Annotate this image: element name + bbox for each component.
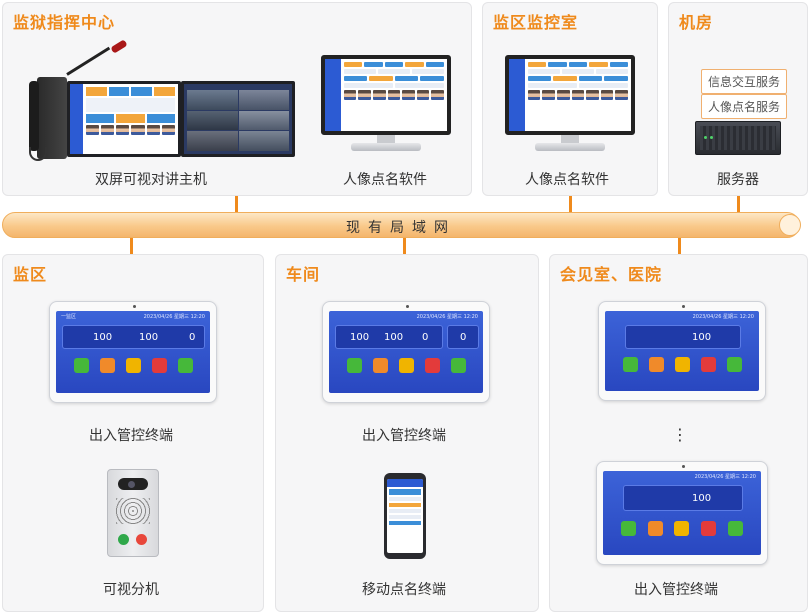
app-icon[interactable] — [346, 358, 362, 373]
connector-prison-area — [130, 238, 133, 254]
caption-portrait-software-1: 人像点名软件 — [343, 172, 427, 188]
panel-command-center: 监狱指挥中心 — [2, 2, 472, 196]
stat-box: 100 — [625, 325, 741, 349]
caption-access-terminal-2: 出入管控终端 — [362, 428, 446, 444]
network-label: 现有局域网 — [346, 220, 456, 236]
connector-meeting-hospital — [678, 238, 681, 254]
connector-machine-room — [737, 196, 740, 212]
video-extension-device — [107, 469, 159, 557]
caption-access-terminal-1: 出入管控终端 — [89, 428, 173, 444]
host-screen-right — [181, 81, 295, 157]
console-cord — [29, 147, 47, 161]
app-icon[interactable] — [99, 358, 115, 373]
panel-title: 会见室、医院 — [560, 265, 663, 284]
app-icons — [605, 357, 759, 372]
app-icon[interactable] — [700, 357, 716, 372]
app-icons — [56, 358, 210, 373]
stat-value: 100 — [692, 332, 712, 343]
app-icon[interactable] — [151, 358, 167, 373]
app-icon[interactable] — [647, 521, 663, 536]
network-bar-end — [779, 214, 801, 236]
app-icon[interactable] — [372, 358, 388, 373]
phone-icon[interactable] — [177, 358, 193, 373]
app-icons — [603, 521, 761, 536]
caption-video-extension: 可视分机 — [103, 582, 159, 598]
caption-access-terminal-3: 出入管控终端 — [634, 582, 718, 598]
stat-box: 100 100 0 — [335, 325, 443, 349]
screen-datetime: 2023/04/26 星期三 12:20 — [416, 314, 478, 320]
tablet-access-terminal-2: 2023/04/26 星期三 12:20 100 100 0 0 — [322, 301, 490, 403]
host-screen-left — [67, 81, 181, 157]
panel-workshop: 车间 2023/04/26 星期三 12:20 100 100 0 0 出入管控… — [275, 254, 539, 612]
stat-value: 0 — [189, 332, 196, 343]
app-icon[interactable] — [701, 521, 717, 536]
screen-location: 一监区 — [61, 314, 77, 320]
tablet-access-terminal-3a: 2023/04/26 星期三 12:20 100 — [598, 301, 766, 401]
microphone-icon — [61, 39, 131, 83]
app-icon[interactable] — [648, 357, 664, 372]
stat-value: 100 — [139, 332, 159, 343]
tablet-access-terminal-1: 一监区 2023/04/26 星期三 12:20 100 100 0 — [49, 301, 217, 403]
screen-datetime: 2023/04/26 星期三 12:20 — [692, 314, 754, 320]
app-icon[interactable] — [424, 358, 440, 373]
stat-value: 100 — [692, 493, 712, 504]
stat-box: 100 — [623, 485, 743, 511]
console-body — [37, 77, 67, 159]
service-tag-info-exchange: 信息交互服务 — [701, 69, 788, 94]
mobile-terminal-device — [384, 473, 426, 559]
handset-icon — [29, 81, 39, 151]
app-icon[interactable] — [620, 521, 636, 536]
caption-mobile-terminal: 移动点名终端 — [362, 582, 446, 598]
app-icons — [329, 358, 483, 373]
app-icon[interactable] — [398, 358, 414, 373]
stat-value: 0 — [460, 332, 467, 343]
service-tag-portrait-rollcall: 人像点名服务 — [701, 94, 788, 119]
monitor-portrait-software-2 — [505, 55, 635, 155]
stat-box: 100 100 0 — [62, 325, 205, 349]
app-icon[interactable] — [622, 357, 638, 372]
app-icon[interactable] — [125, 358, 141, 373]
phone-icon[interactable] — [450, 358, 466, 373]
panel-title: 监区 — [13, 265, 48, 284]
screen-datetime: 2023/04/26 星期三 12:20 — [694, 474, 756, 480]
dual-screen-host-device — [29, 37, 299, 167]
panel-title: 车间 — [286, 265, 321, 284]
stat-value: 0 — [422, 332, 429, 343]
stat-box: 0 — [447, 325, 479, 349]
app-icon[interactable] — [674, 521, 690, 536]
stat-value: 100 — [384, 332, 404, 343]
connector-monitor-room — [569, 196, 572, 212]
connector-workshop — [403, 238, 406, 254]
stat-value: 100 — [93, 332, 113, 343]
screen-datetime: 2023/04/26 星期三 12:20 — [143, 314, 205, 320]
caption-server: 服务器 — [717, 172, 759, 188]
app-icon[interactable] — [674, 357, 690, 372]
phone-icon[interactable] — [726, 357, 742, 372]
ellipsis-more: ⋮ — [672, 425, 688, 444]
monitor-portrait-software-1 — [321, 55, 451, 155]
caption-dual-screen-host: 双屏可视对讲主机 — [95, 172, 207, 188]
panel-machine-room: 机房 信息交互服务 人像点名服务 服务器 — [668, 2, 808, 196]
phone-icon[interactable] — [728, 521, 744, 536]
connector-command-center — [235, 196, 238, 212]
panel-title: 监区监控室 — [493, 13, 579, 32]
panel-meeting-hospital: 会见室、医院 2023/04/26 星期三 12:20 100 ⋮ 2023/0… — [549, 254, 808, 612]
network-bar: 现有局域网 — [2, 212, 801, 238]
panel-prison-area: 监区 一监区 2023/04/26 星期三 12:20 100 100 0 出入管… — [2, 254, 264, 612]
server-icon — [695, 121, 781, 155]
panel-monitor-room: 监区监控室 人像点名软件 — [482, 2, 658, 196]
tablet-access-terminal-3b: 2023/04/26 星期三 12:20 100 — [596, 461, 768, 565]
panel-title: 监狱指挥中心 — [13, 13, 116, 32]
caption-portrait-software-2: 人像点名软件 — [525, 172, 609, 188]
app-icon[interactable] — [73, 358, 89, 373]
stat-value: 100 — [350, 332, 370, 343]
panel-title: 机房 — [679, 13, 714, 32]
